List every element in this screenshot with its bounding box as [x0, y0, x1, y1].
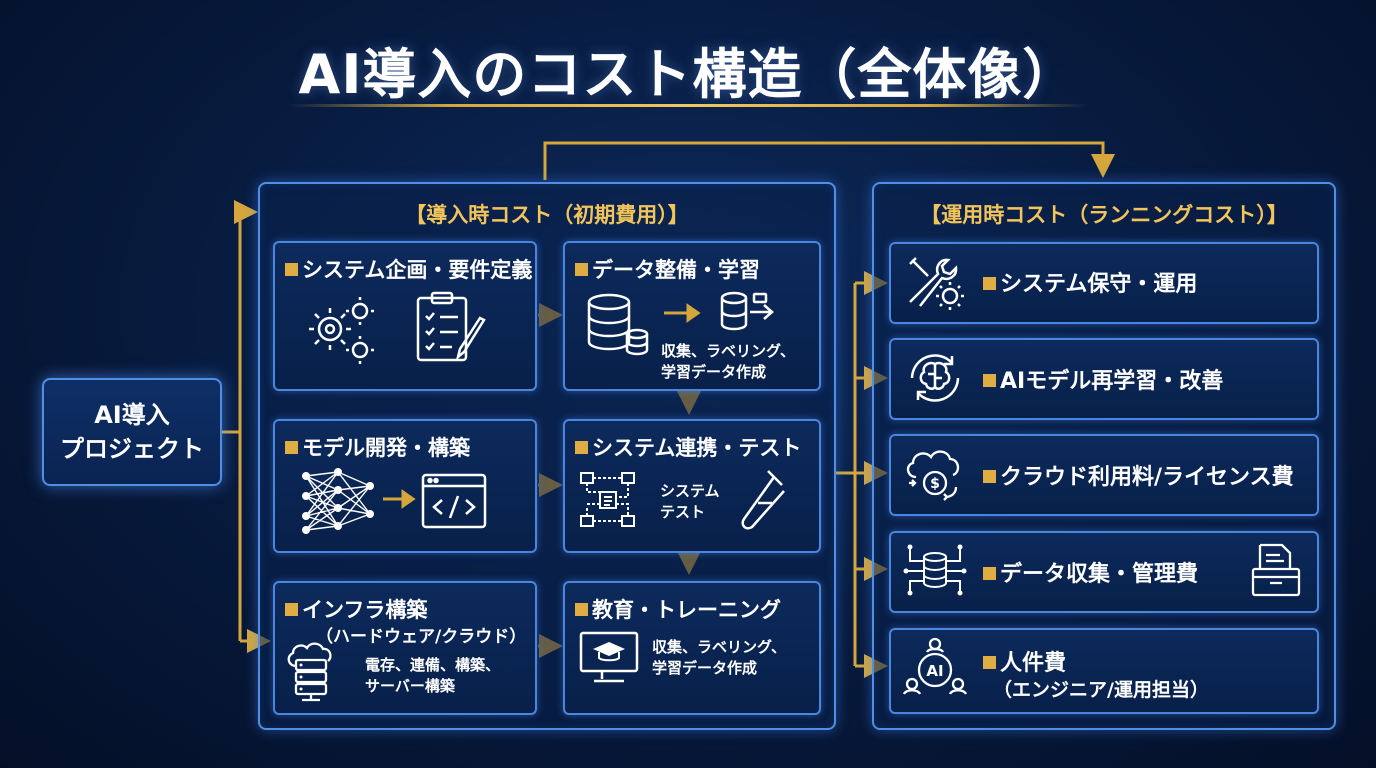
code-window-icon	[421, 473, 487, 529]
initial-cost-heading: 【導入時コスト（初期費用）】	[405, 203, 689, 227]
running-item-cloud-license	[889, 434, 1319, 516]
running-item-personnel	[889, 628, 1319, 714]
box-infrastructure-desc: 電存、連備、構築、サーバー構築	[365, 656, 501, 695]
clipboard-checklist-icon	[416, 291, 486, 362]
data-chip-icon	[903, 544, 967, 596]
arrow-right-icon	[664, 303, 701, 323]
box-infrastructure-subtitle: （ハードウェア/クラウド）	[316, 627, 527, 647]
box-model-development-title: モデル開発・構築	[285, 432, 470, 462]
top-bracket-arrow	[543, 141, 1115, 180]
box-model-development	[273, 419, 537, 553]
box-data-preparation-title: データ整備・学習	[575, 254, 760, 284]
arrow-right-icon	[383, 489, 416, 509]
running-item-retraining-title: AIモデル再学習・改善	[983, 363, 1223, 395]
page-title: AI導入のコスト構造（全体像）	[298, 43, 1078, 106]
box-infrastructure-title: インフラ構築	[285, 594, 427, 624]
start-line2: プロジェクト	[60, 435, 204, 463]
running-item-maintenance	[889, 242, 1319, 324]
box-system-integration-desc: システムテスト	[660, 482, 720, 521]
box-data-preparation-desc: 収集、ラベリング、学習データ作成	[661, 342, 795, 381]
svg-text:AI: AI	[926, 662, 943, 680]
running-item-maintenance-title: システム保守・運用	[983, 266, 1197, 298]
database-icon	[587, 293, 649, 356]
running-item-cloud-license-title: クラウド利用料/ライセンス費	[983, 459, 1294, 491]
running-item-retraining	[889, 338, 1319, 420]
neural-network-icon	[302, 468, 374, 534]
start-box: AI導入 プロジェクト	[42, 378, 222, 486]
wrench-gear-icon	[909, 257, 964, 310]
svg-text:$: $	[930, 476, 940, 492]
running-item-data-management-title: データ収集・管理費	[983, 556, 1198, 588]
data-transfer-icon	[720, 291, 774, 331]
flow-diagram-icon	[580, 472, 635, 527]
test-tube-icon	[741, 470, 785, 530]
start-line1: AI導入	[94, 401, 170, 429]
file-box-icon	[1251, 543, 1301, 597]
running-item-personnel-subtitle: （エンジニア/運用担当）	[993, 679, 1209, 701]
box-system-integration	[563, 419, 821, 553]
brain-cycle-icon	[910, 354, 960, 402]
running-cost-heading: 【運用時コスト（ランニングコスト）】	[920, 203, 1288, 227]
cloud-coin-icon: $	[906, 450, 960, 501]
box-infrastructure	[273, 581, 537, 715]
box-system-integration-title: システム連携・テスト	[575, 432, 801, 462]
running-item-personnel-title: 人件費	[983, 645, 1066, 677]
monitor-graduation-icon	[579, 631, 639, 683]
people-ai-icon: AI	[902, 637, 968, 695]
gears-icon	[309, 297, 374, 364]
cloud-server-icon	[287, 642, 332, 702]
title-underline	[288, 104, 1088, 107]
box-training-desc: 収集、ラベリング、学習データ作成	[652, 638, 786, 677]
box-training-title: 教育・トレーニング	[575, 594, 781, 624]
box-system-planning-title: システム企画・要件定義	[285, 254, 532, 284]
